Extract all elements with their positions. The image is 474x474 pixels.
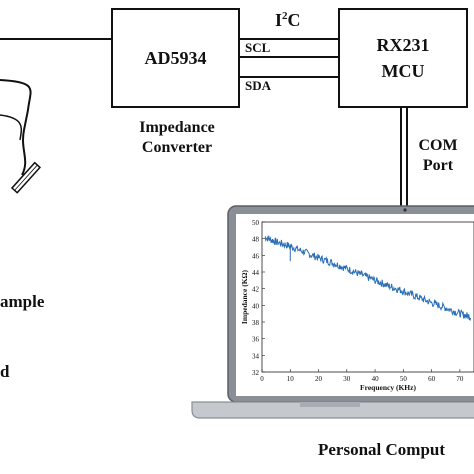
laptop-trackpad-notch	[300, 402, 360, 407]
i2c-suffix: C	[287, 10, 301, 30]
probe	[10, 161, 42, 194]
x-tick-label: 30	[343, 375, 351, 383]
x-axis-label: Frequency (KHz)	[360, 383, 416, 392]
sda-wire	[238, 76, 340, 78]
partial-label: d	[0, 362, 10, 381]
i2c-sup: 2	[282, 10, 288, 22]
com-port-wire-right	[406, 108, 408, 210]
mcu-line2: MCU	[381, 61, 425, 81]
scl-wire	[238, 56, 340, 58]
personal-computer-label: Personal Comput	[318, 440, 446, 459]
x-tick-label: 70	[456, 375, 464, 383]
y-tick-label: 48	[252, 236, 260, 244]
scl-label: SCL	[245, 40, 271, 55]
x-tick-label: 60	[428, 375, 436, 383]
series-line	[264, 235, 472, 322]
y-tick-label: 42	[252, 286, 260, 294]
y-tick-label: 38	[252, 319, 260, 327]
converter-caption: Impedance Converter	[118, 118, 236, 158]
x-tick-label: 20	[315, 375, 323, 383]
com-port-wire-left	[400, 108, 402, 210]
x-tick-label: 10	[287, 375, 295, 383]
i2c-label: I2C	[275, 10, 301, 31]
chart-plot-area	[261, 221, 474, 373]
mcu-line1: RX231	[376, 35, 430, 55]
laptop-base	[191, 401, 474, 419]
y-tick-label: 46	[252, 252, 260, 260]
sda-label: SDA	[245, 78, 272, 93]
x-tick-label: 0	[260, 375, 264, 383]
i2c-top-wire	[238, 38, 340, 40]
y-tick-label: 36	[252, 336, 260, 344]
y-axis-label: Impedance (KΩ)	[240, 269, 249, 324]
probe-line	[14, 164, 38, 191]
x-tick-label: 50	[400, 375, 408, 383]
converter-caption-line2: Converter	[141, 139, 213, 156]
camera-dot	[403, 208, 407, 212]
y-tick-label: 50	[252, 219, 260, 227]
i2c-prefix: I	[275, 10, 283, 30]
y-tick-label: 32	[252, 369, 260, 377]
x-tick-label: 40	[372, 375, 380, 383]
mcu-block: RX231 MCU	[338, 8, 468, 108]
y-tick-label: 34	[252, 352, 260, 360]
y-tick-label: 44	[252, 269, 260, 277]
top-left-wire	[0, 38, 112, 40]
impedance-chart: 32 34 36 38 40 42 44 46 48 50 0 10 20 30 40 50 60 70Frequ…	[240, 219, 474, 392]
ad5934-label: AD5934	[144, 47, 207, 68]
converter-caption-line1: Impedance	[139, 119, 215, 136]
probe-cable-2	[0, 114, 22, 141]
com-port-line1: COM	[418, 137, 458, 154]
sample-label: ample	[0, 292, 45, 311]
y-tick-label: 40	[252, 302, 260, 310]
com-port-line2: Port	[422, 157, 454, 174]
com-port-label: COM Port	[410, 136, 466, 176]
ad5934-block: AD5934	[111, 8, 240, 108]
probe-cable	[0, 79, 32, 176]
